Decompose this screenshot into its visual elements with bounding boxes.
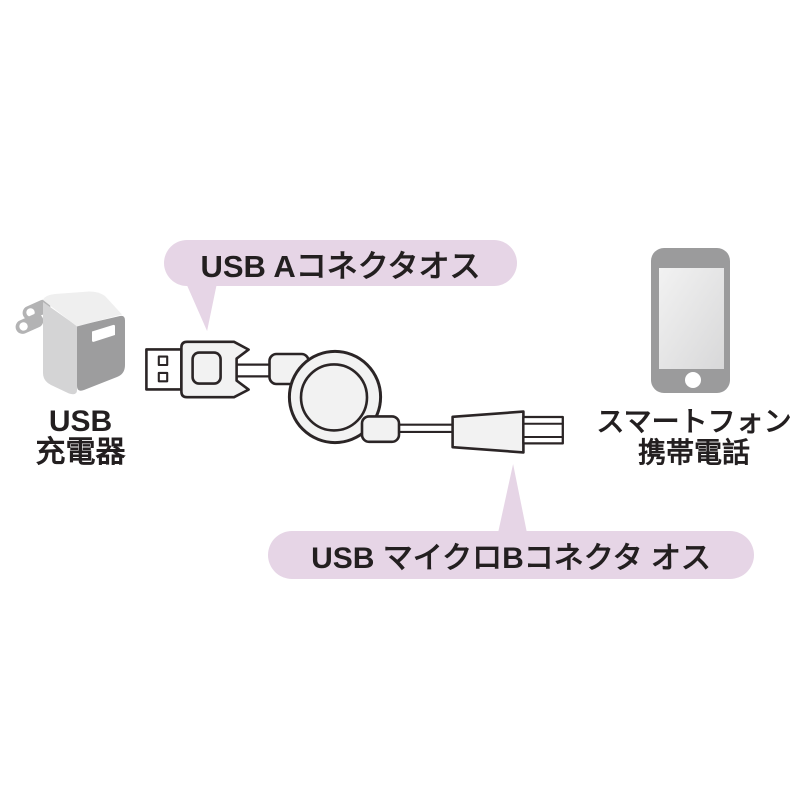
phone-label-line1: スマートフォン	[596, 406, 792, 437]
callout-micro-b: USB マイクロBコネクタ オス	[268, 531, 754, 579]
usb-a-plug-drawing	[145, 340, 250, 399]
callout-micro-b-label: USB マイクロBコネクタ オス	[311, 542, 711, 575]
callout-usb-a-tail	[186, 283, 217, 331]
charger-body	[43, 291, 125, 395]
retractable-usb-cable-illustration	[145, 340, 564, 454]
callout-micro-b-tail	[498, 464, 527, 533]
reel-right-housing	[360, 415, 401, 444]
micro-b-plug-drawing	[451, 410, 564, 454]
phone-home-button	[685, 372, 701, 388]
callout-usb-a-label: USB Aコネクタオス	[200, 248, 481, 284]
phone-label-line2: 携帯電話	[637, 437, 750, 468]
charger-label: USB 充電器	[18, 406, 143, 468]
smartphone-icon	[651, 248, 730, 393]
phone-screen	[659, 268, 724, 369]
charger-label-line2: 充電器	[35, 436, 126, 469]
usb-charger-icon	[15, 291, 125, 395]
phone-label: スマートフォン 携帯電話	[594, 406, 794, 468]
charger-label-line1: USB	[48, 405, 113, 438]
cable-right-segment	[392, 423, 458, 433]
charger-usb-port	[92, 324, 115, 342]
callout-usb-a: USB Aコネクタオス	[164, 240, 517, 286]
cable-reel-drawing	[287, 349, 383, 445]
